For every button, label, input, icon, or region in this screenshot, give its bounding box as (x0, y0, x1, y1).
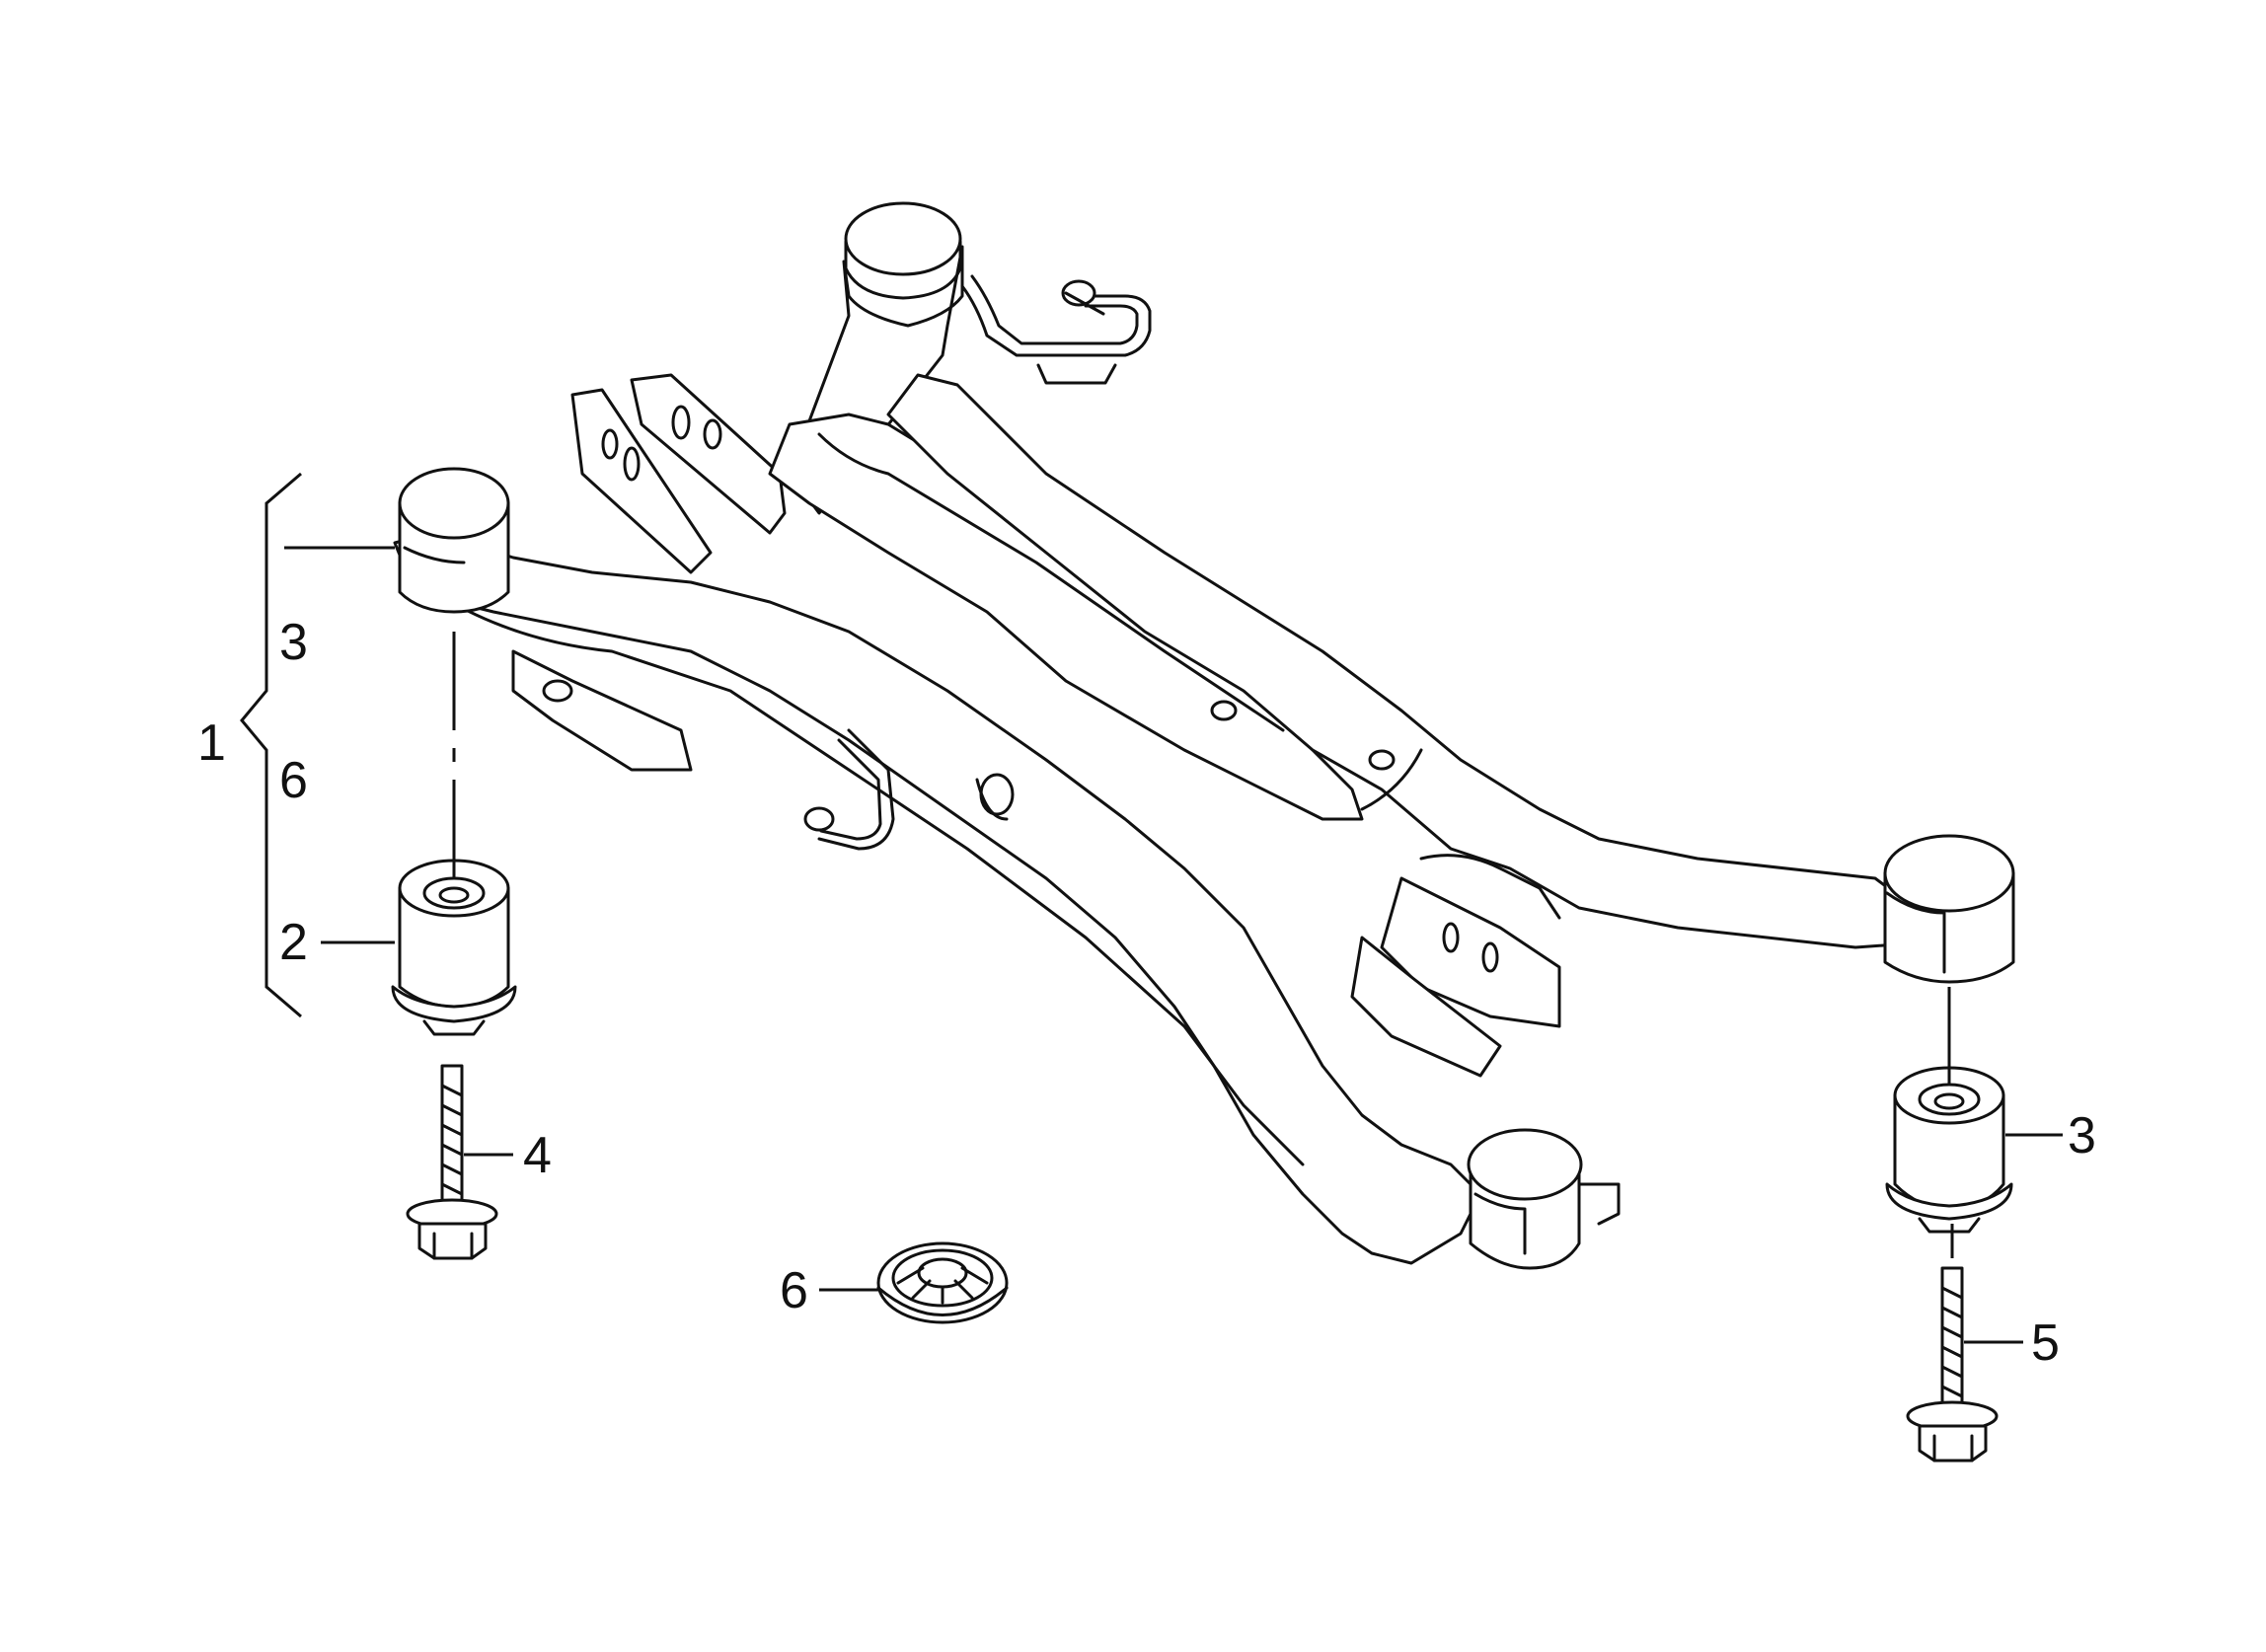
left-rear-mount-eye (398, 467, 510, 614)
right-front-mount-eye (1883, 834, 2015, 984)
mounting-bracket-plate (570, 373, 787, 574)
bolt-left (406, 1064, 498, 1260)
callout-5: 5 (2031, 1314, 2060, 1372)
lower-front-mount-eye (1467, 1128, 1621, 1270)
callout-leaders (240, 472, 2063, 1344)
callout-4: 4 (523, 1127, 552, 1184)
washer-cone (876, 1241, 1009, 1324)
callout-3-group: 3 (279, 614, 308, 671)
assembly-axis-lines (452, 632, 1954, 1258)
bushing-right (1885, 1066, 2013, 1234)
brake-line-lower (803, 728, 895, 851)
callout-6-group: 6 (279, 752, 308, 809)
callout-2: 2 (279, 914, 308, 971)
bushing-left (391, 859, 517, 1036)
callout-1: 1 (197, 714, 226, 772)
callout-6: 6 (780, 1262, 808, 1319)
callout-3: 3 (2068, 1107, 2096, 1164)
bolt-right (1906, 1266, 1999, 1463)
lower-bracket (511, 649, 693, 772)
rear-subframe (393, 201, 2015, 1270)
left-side-member (393, 531, 1482, 1265)
brake-line-upper (960, 274, 1152, 385)
center-mount-bracket (1350, 854, 1561, 1078)
